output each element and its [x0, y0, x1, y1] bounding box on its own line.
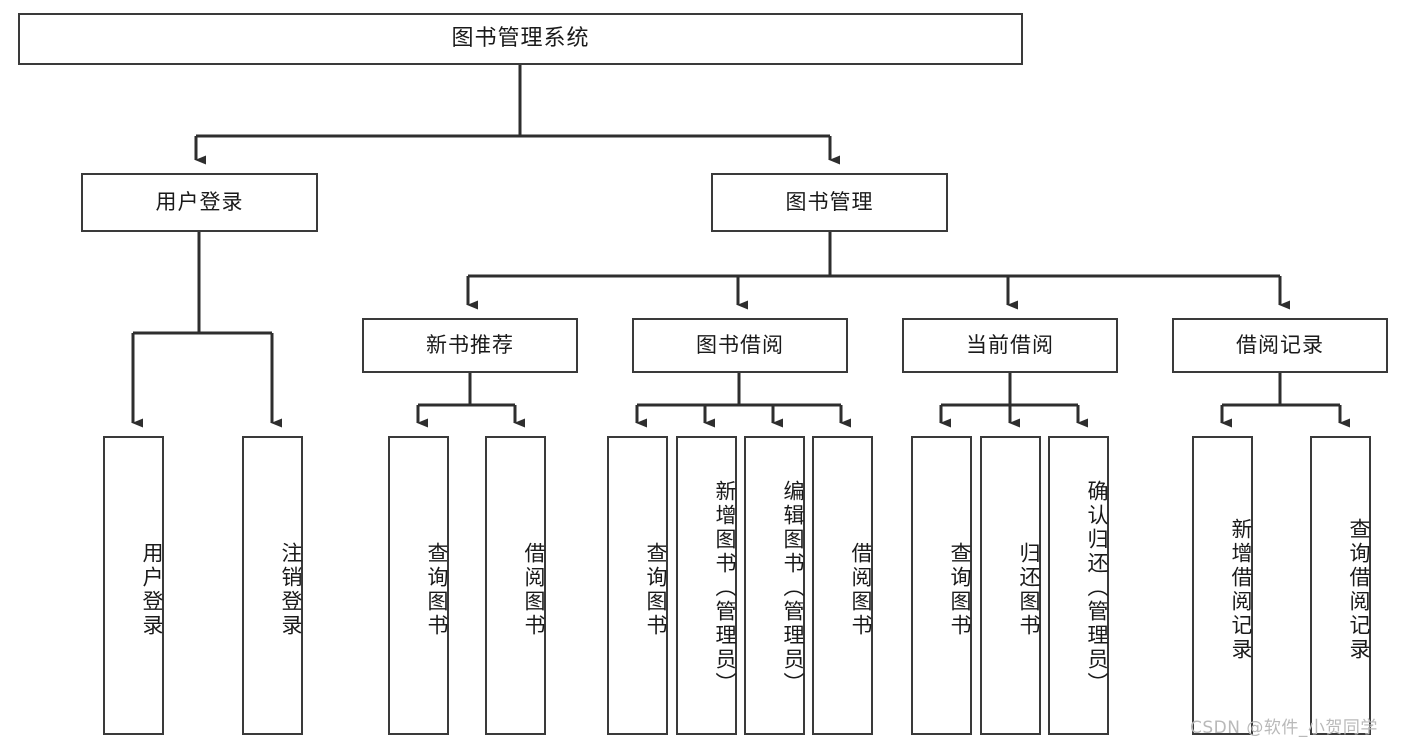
leaf-user-login-logout[interactable]: 注销登录 — [242, 436, 303, 735]
leaf-current-borrow-query[interactable]: 查询图书 — [911, 436, 972, 735]
node-label: 查询图书 — [425, 541, 449, 638]
leaf-new-book-query[interactable]: 查询图书 — [388, 436, 449, 735]
leaf-book-borrow-add-admin[interactable]: 新增图书（管理员） — [676, 436, 737, 735]
node-label: 查询借阅记录 — [1347, 517, 1371, 662]
node-label: 图书管理系统 — [451, 25, 590, 51]
node-label: 当前借阅 — [966, 332, 1054, 357]
node-current-borrow[interactable]: 当前借阅 — [902, 318, 1118, 373]
node-label: 用户登录 — [140, 541, 164, 638]
leaf-new-book-borrow[interactable]: 借阅图书 — [485, 436, 546, 735]
node-label: 归还图书 — [1017, 541, 1041, 638]
node-label: 确认归还（管理员） — [1085, 479, 1109, 696]
node-label: 新增借阅记录 — [1229, 517, 1253, 662]
node-label: 查询图书 — [644, 541, 668, 638]
leaf-borrow-record-query[interactable]: 查询借阅记录 — [1310, 436, 1371, 735]
node-user-login[interactable]: 用户登录 — [81, 173, 318, 232]
node-borrow-record[interactable]: 借阅记录 — [1172, 318, 1388, 373]
node-label: 查询图书 — [948, 541, 972, 638]
node-new-book-recommend[interactable]: 新书推荐 — [362, 318, 578, 373]
node-label: 注销登录 — [279, 541, 303, 638]
csdn-watermark: CSDN @软件_小贺同学 — [1190, 718, 1378, 738]
node-label: 用户登录 — [155, 189, 244, 214]
leaf-current-borrow-return[interactable]: 归还图书 — [980, 436, 1041, 735]
node-label: 图书管理 — [785, 189, 874, 214]
leaf-user-login-login[interactable]: 用户登录 — [103, 436, 164, 735]
node-book-management[interactable]: 图书管理 — [711, 173, 948, 232]
node-label: 新书推荐 — [426, 332, 514, 357]
leaf-book-borrow-borrow[interactable]: 借阅图书 — [812, 436, 873, 735]
node-root-book-management-system[interactable]: 图书管理系统 — [18, 13, 1023, 65]
node-label: 编辑图书（管理员） — [781, 479, 805, 696]
node-label: 借阅记录 — [1236, 332, 1324, 357]
node-label: 借阅图书 — [849, 541, 873, 638]
leaf-current-borrow-confirm-return-admin[interactable]: 确认归还（管理员） — [1048, 436, 1109, 735]
leaf-borrow-record-add[interactable]: 新增借阅记录 — [1192, 436, 1253, 735]
node-label: 新增图书（管理员） — [713, 479, 737, 696]
leaf-book-borrow-edit-admin[interactable]: 编辑图书（管理员） — [744, 436, 805, 735]
node-label: 图书借阅 — [696, 332, 784, 357]
node-book-borrow[interactable]: 图书借阅 — [632, 318, 848, 373]
leaf-book-borrow-query[interactable]: 查询图书 — [607, 436, 668, 735]
node-label: 借阅图书 — [522, 541, 546, 638]
